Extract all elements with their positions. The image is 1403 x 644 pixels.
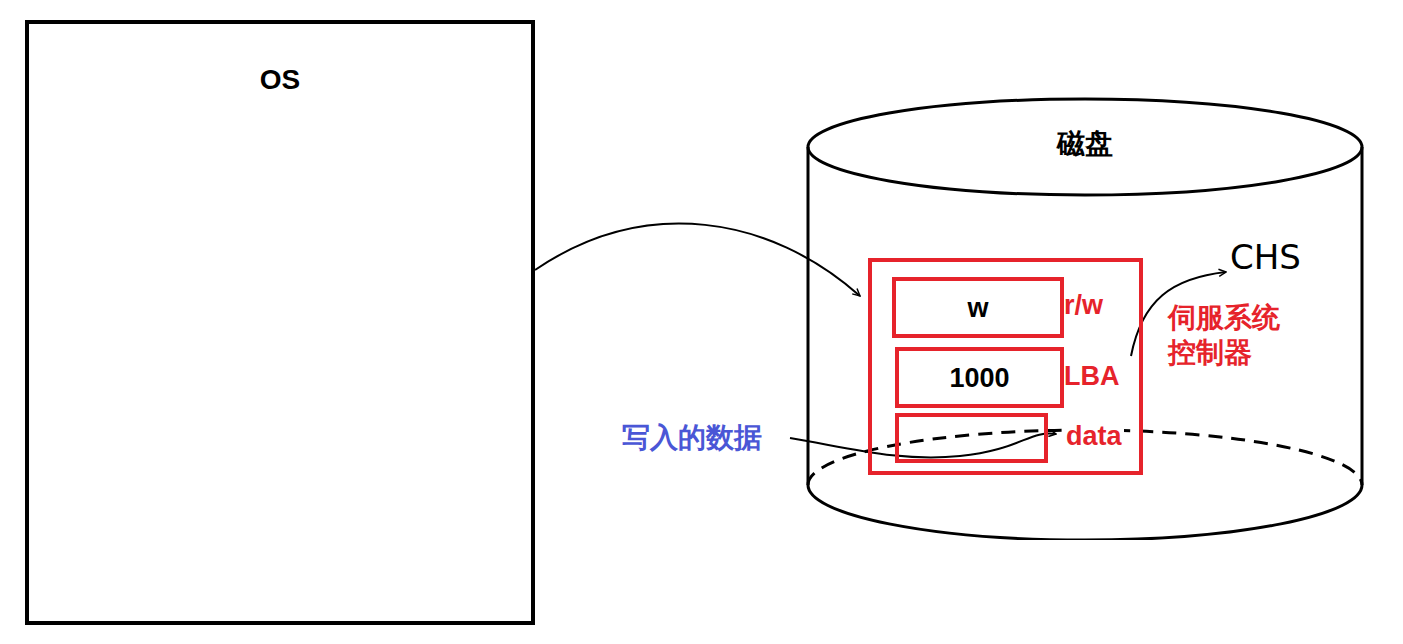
controller-label: 伺服系统 控制器 [1168, 300, 1308, 370]
os-box: OS [25, 20, 535, 625]
disk-cylinder: 磁盘 r/wLBA data w 1000 [805, 95, 1365, 540]
data-note: 写入的数据 [622, 420, 762, 455]
register-box: 1000 [895, 347, 1064, 408]
box-title: 磁盘 [805, 125, 1365, 163]
address-label: CHS [1230, 236, 1301, 279]
leader-arrow [790, 433, 1056, 457]
field-label: r/w [1062, 290, 1105, 321]
box-title: OS [29, 64, 531, 96]
command-arrow [535, 224, 860, 296]
data-field-box [895, 413, 1048, 463]
register-group: r/wLBA data w 1000 [868, 258, 1143, 475]
field-label: data [1064, 421, 1124, 452]
register-value: w [896, 292, 1060, 323]
register-value: 1000 [899, 362, 1060, 393]
register-box: w [892, 277, 1064, 338]
field-label: LBA [1062, 361, 1122, 392]
